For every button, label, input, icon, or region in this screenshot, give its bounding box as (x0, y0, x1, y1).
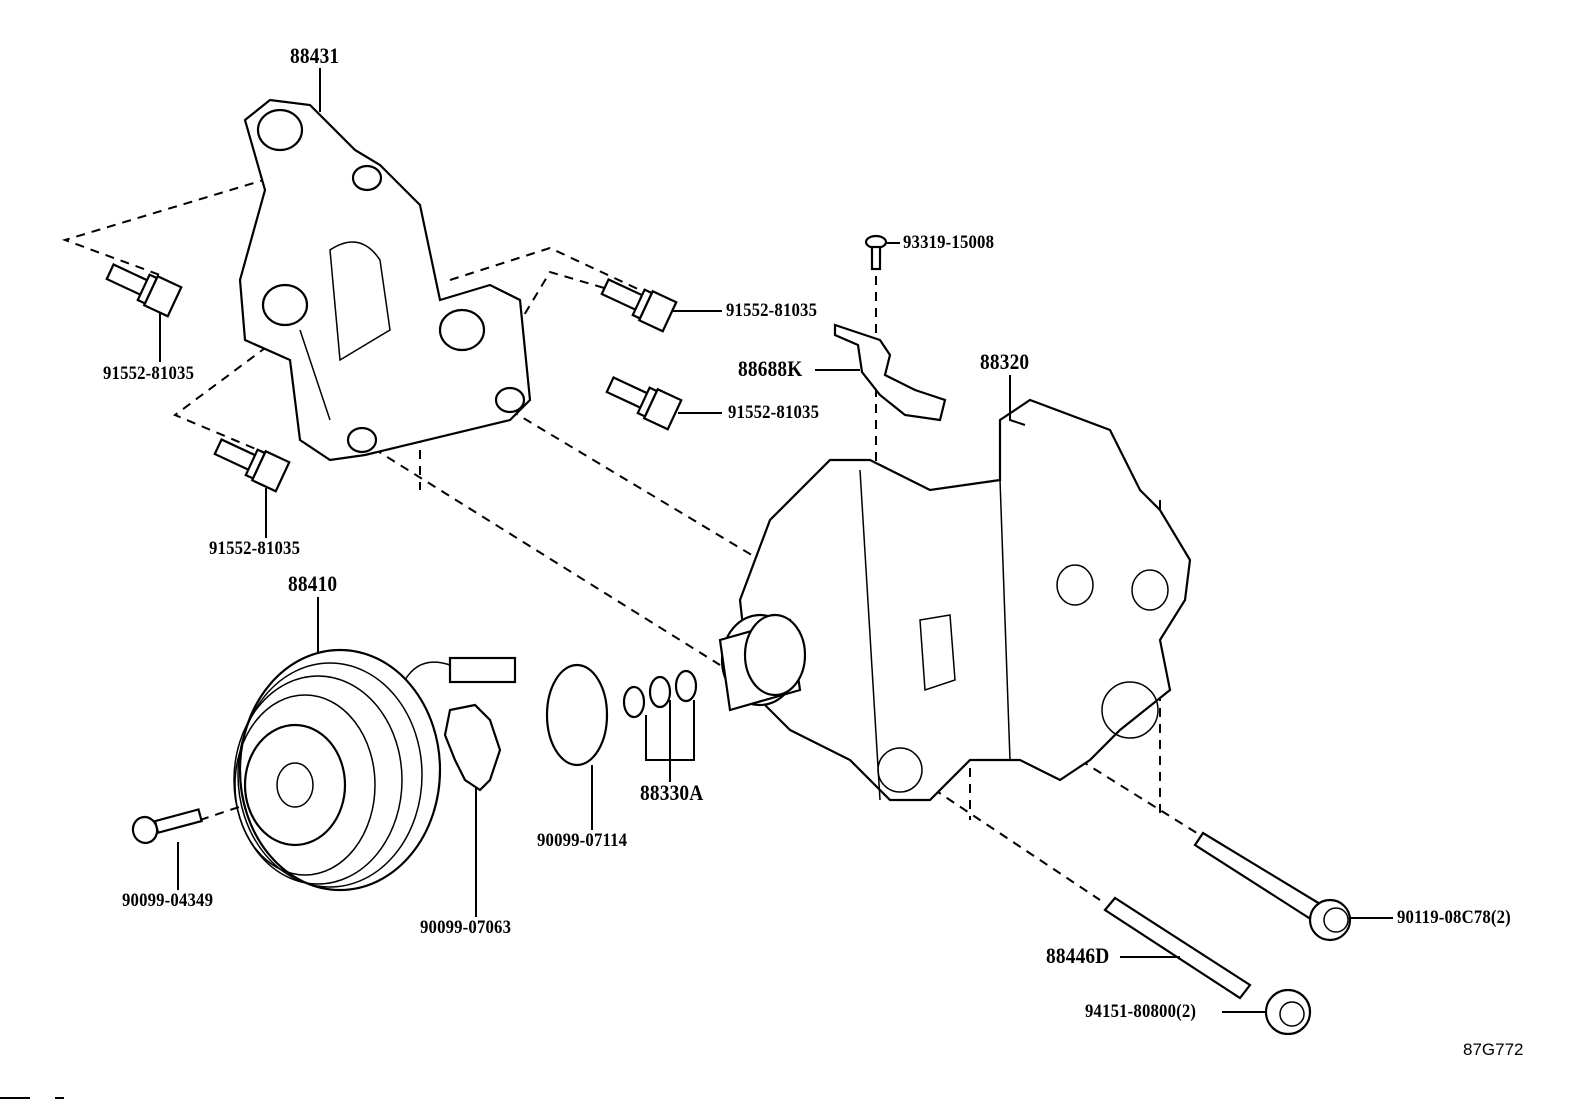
bolt-icon-lower-left (213, 438, 291, 493)
leader-lines (159, 68, 1393, 1013)
label-bolt-upper-left: 91552-81035 (103, 363, 195, 384)
compressor-bracket (238, 98, 532, 462)
label-bracket: 88431 (290, 43, 340, 68)
snap-ring-icon (545, 663, 609, 767)
bolt-icon-lower-right (605, 376, 683, 431)
nut-icon (1264, 988, 1312, 1036)
label-compressor: 88320 (980, 349, 1030, 374)
bolt-icon-upper-right (600, 278, 678, 333)
figure-code: 87G772 (1463, 1040, 1524, 1059)
stud-icon (1103, 896, 1252, 1000)
label-bolt-upper-right: 91552-81035 (726, 300, 818, 321)
label-clutch-pulley: 88410 (288, 571, 338, 596)
compressor-icon (718, 398, 1192, 802)
screw-icon (864, 234, 888, 271)
label-nut: 94151-80800(2) (1085, 1001, 1197, 1022)
clip-icon (833, 323, 947, 422)
gasket-icon (443, 703, 502, 792)
label-gasket: 90099-07063 (420, 917, 512, 938)
label-clip: 88688K (738, 356, 803, 381)
label-snap-ring: 90099-07114 (537, 830, 628, 851)
clutch-pulley-icon (233, 648, 517, 892)
label-screw: 93319-15008 (903, 232, 995, 253)
label-flange-bolt: 90119-08C78(2) (1397, 907, 1511, 928)
bolt-icon-upper-left (105, 263, 183, 318)
label-o-rings: 88330A (640, 780, 704, 805)
label-bolt-lower-left: 91552-81035 (209, 538, 301, 559)
flange-bolt-icon (1193, 831, 1352, 942)
label-center-bolt: 90099-04349 (122, 890, 214, 911)
center-bolt-icon (131, 808, 203, 845)
o-rings-icon (622, 669, 698, 719)
label-bolt-lower-right: 91552-81035 (728, 402, 820, 423)
label-stud: 88446D (1046, 943, 1110, 968)
